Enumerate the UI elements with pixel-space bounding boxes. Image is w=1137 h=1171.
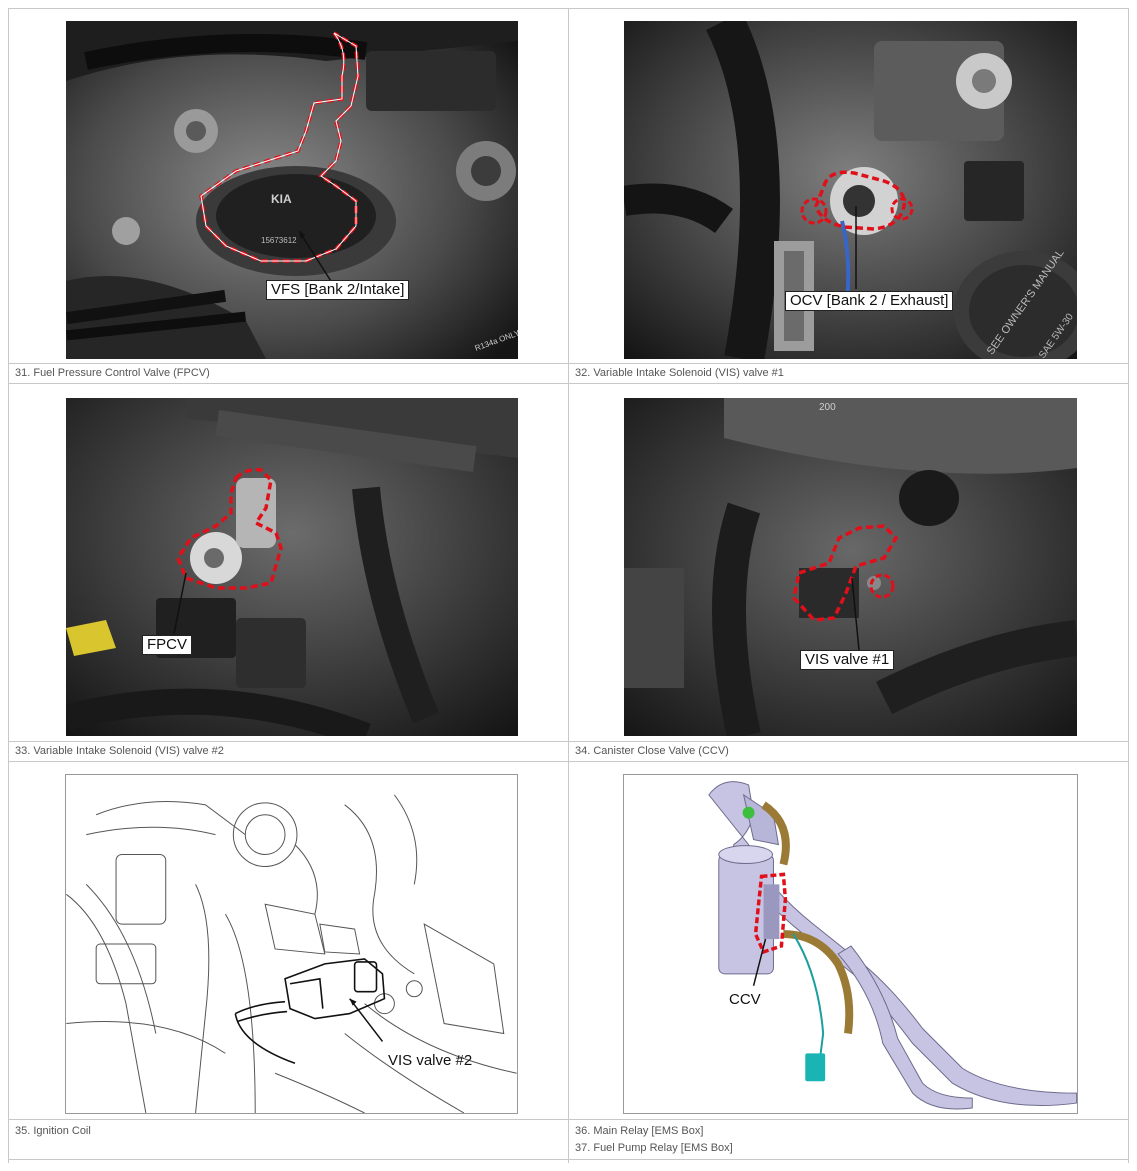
- engine-photo-3: [66, 398, 518, 736]
- grid-border-left: [8, 8, 9, 1163]
- grid-border-bottom: [8, 1159, 1129, 1160]
- callout-vfs: VFS [Bank 2/Intake]: [266, 280, 410, 300]
- photo-fpcv: [66, 398, 518, 736]
- row2-caption-rule: [8, 741, 1129, 742]
- label-vis-valve-2: VIS valve #2: [388, 1052, 473, 1069]
- drawing-vis-valve-2: [65, 774, 518, 1114]
- caption-31: 31. Fuel Pressure Control Valve (FPCV): [15, 367, 210, 379]
- photo-part-number-text: 15673612: [261, 236, 297, 245]
- label-ccv: CCV: [729, 991, 761, 1008]
- row1-caption-rule: [8, 363, 1129, 364]
- row3-caption-rule: [8, 1119, 1129, 1120]
- leader-line: [298, 230, 337, 290]
- highlight-outline: [814, 170, 906, 231]
- caption-36: 36. Main Relay [EMS Box]: [575, 1125, 704, 1137]
- engine-photo-2: SEE OWNER'S MANUAL SAE 5W-30: [624, 21, 1077, 359]
- caption-32: 32. Variable Intake Solenoid (VIS) valve…: [575, 367, 784, 379]
- leader-line: [752, 938, 767, 986]
- photo-brand-text: KIA: [271, 192, 292, 206]
- render-ccv: [623, 774, 1078, 1114]
- caption-33: 33. Variable Intake Solenoid (VIS) valve…: [15, 745, 224, 757]
- callout-vis-valve-1: VIS valve #1: [800, 650, 895, 670]
- row2-divider: [8, 383, 1129, 384]
- row3-divider: [8, 761, 1129, 762]
- leader-line: [349, 998, 384, 1042]
- vis-valve-2-part: [234, 958, 386, 1065]
- grid-divider-vertical: [568, 8, 569, 1163]
- line-drawing-6: [708, 781, 1077, 1110]
- photo-manifold-text: 200: [819, 402, 836, 413]
- leader-line: [851, 577, 860, 651]
- photo-vis-valve-1: 200: [624, 398, 1077, 736]
- highlight-outline: [753, 872, 788, 955]
- caption-37: 37. Fuel Pump Relay [EMS Box]: [575, 1142, 733, 1154]
- component-grid: KIA 15673612 R134a ONLY VFS [Bank 2/Inta…: [8, 8, 1129, 1163]
- grid-border-top: [8, 8, 1129, 9]
- caption-34: 34. Canister Close Valve (CCV): [575, 745, 729, 757]
- photo-vfs-bank2-intake: KIA 15673612 R134a ONLY: [66, 21, 518, 359]
- highlight-outline: [792, 524, 899, 622]
- callout-fpcv: FPCV: [142, 635, 193, 655]
- photo-ocv-bank2-exhaust: SEE OWNER'S MANUAL SAE 5W-30: [624, 21, 1077, 359]
- engine-photo-1: KIA 15673612 R134a ONLY: [66, 21, 518, 359]
- caption-35: 35. Ignition Coil: [15, 1125, 91, 1137]
- grid-border-right: [1128, 8, 1129, 1163]
- leader-line: [173, 572, 187, 635]
- line-drawing-5: [66, 794, 517, 1113]
- callout-ocv: OCV [Bank 2 / Exhaust]: [785, 291, 954, 311]
- engine-photo-4: 200: [624, 398, 1077, 736]
- highlight-outline: [176, 467, 283, 590]
